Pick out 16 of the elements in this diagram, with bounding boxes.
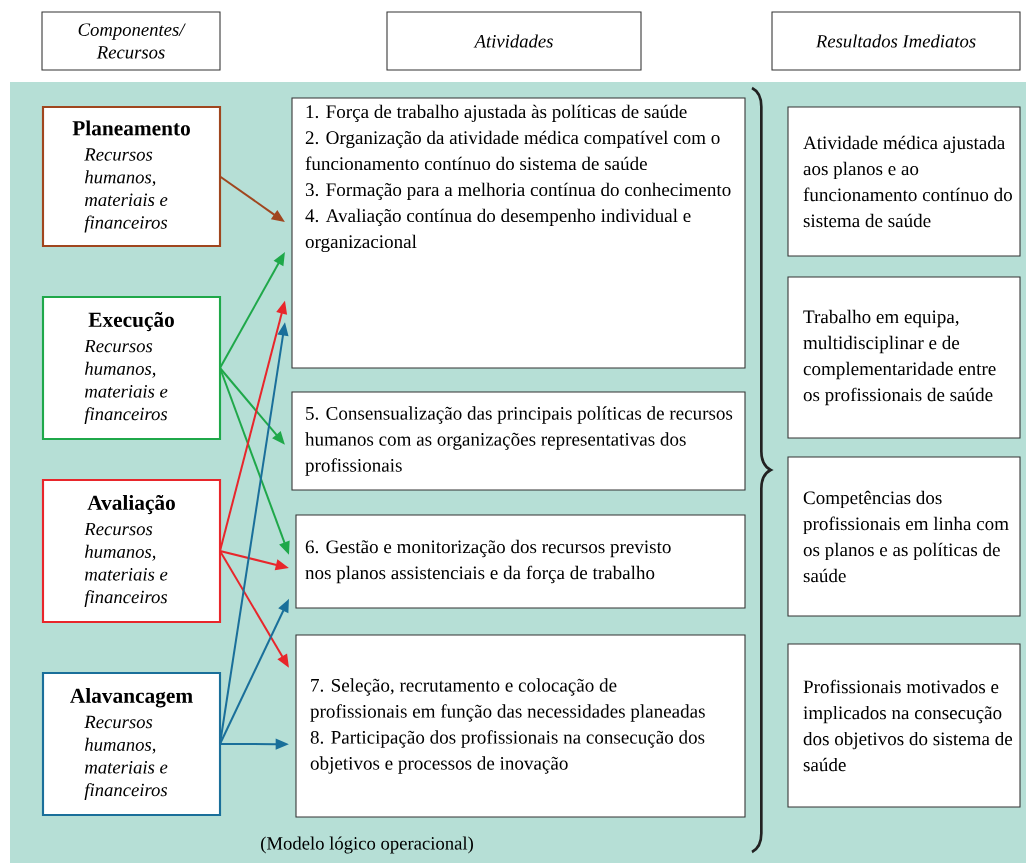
activity-box: 1. Força de trabalho ajustada às políticas de saúde 2. Organização da atividade médica compatível com o funcionamento contínuo do sistema de saúde 3. Formação para a melhoria contínua do conhecimento 4. Avaliação contínua do desempenho individual e organizacional — [291, 97, 746, 369]
component-box: Alavancagem Recursos humanos, materiais e financeiros — [41, 671, 222, 817]
activity-box: 5. Consensualização das principais políticas de recursos humanos com as organizações representativas dos profissionais — [291, 391, 746, 491]
result-box: Profissionais motivados e implicados na consecução dos objetivos do sistema de saúde — [787, 643, 1021, 808]
column-header: Atividades — [386, 11, 642, 71]
result-box: Competências dos profissionais em linha com os planos e as políticas de saúde — [787, 456, 1021, 617]
component-box: Avaliação Recursos humanos, materiais e financeiros — [41, 478, 222, 624]
result-box: Trabalho em equipa, multidisciplinar e de complementaridade entre os profissionais de saúde — [787, 276, 1021, 439]
component-box: Execução Recursos humanos, materiais e financeiros — [41, 295, 222, 441]
component-box: Planeamento Recursos humanos, materiais e financeiros — [41, 105, 222, 248]
activity-box: 6. Gestão e monitorização dos recursos previsto nos planos assistenciais e da força de trabalho — [295, 514, 746, 609]
activity-box: 7. Seleção, recrutamento e colocação de profissionais em função das necessidades planeadas 8. Participação dos profissionais na consecução dos objetivos e processos de inovação — [295, 634, 746, 818]
result-box: Atividade médica ajustada aos planos e ao funcionamento contínuo do sistema de saúde — [787, 106, 1021, 257]
caption: (Modelo lógico operacional) — [261, 836, 473, 854]
column-header: Resultados Imediatos — [771, 11, 1021, 71]
column-header: Componentes/ Recursos — [41, 11, 221, 71]
